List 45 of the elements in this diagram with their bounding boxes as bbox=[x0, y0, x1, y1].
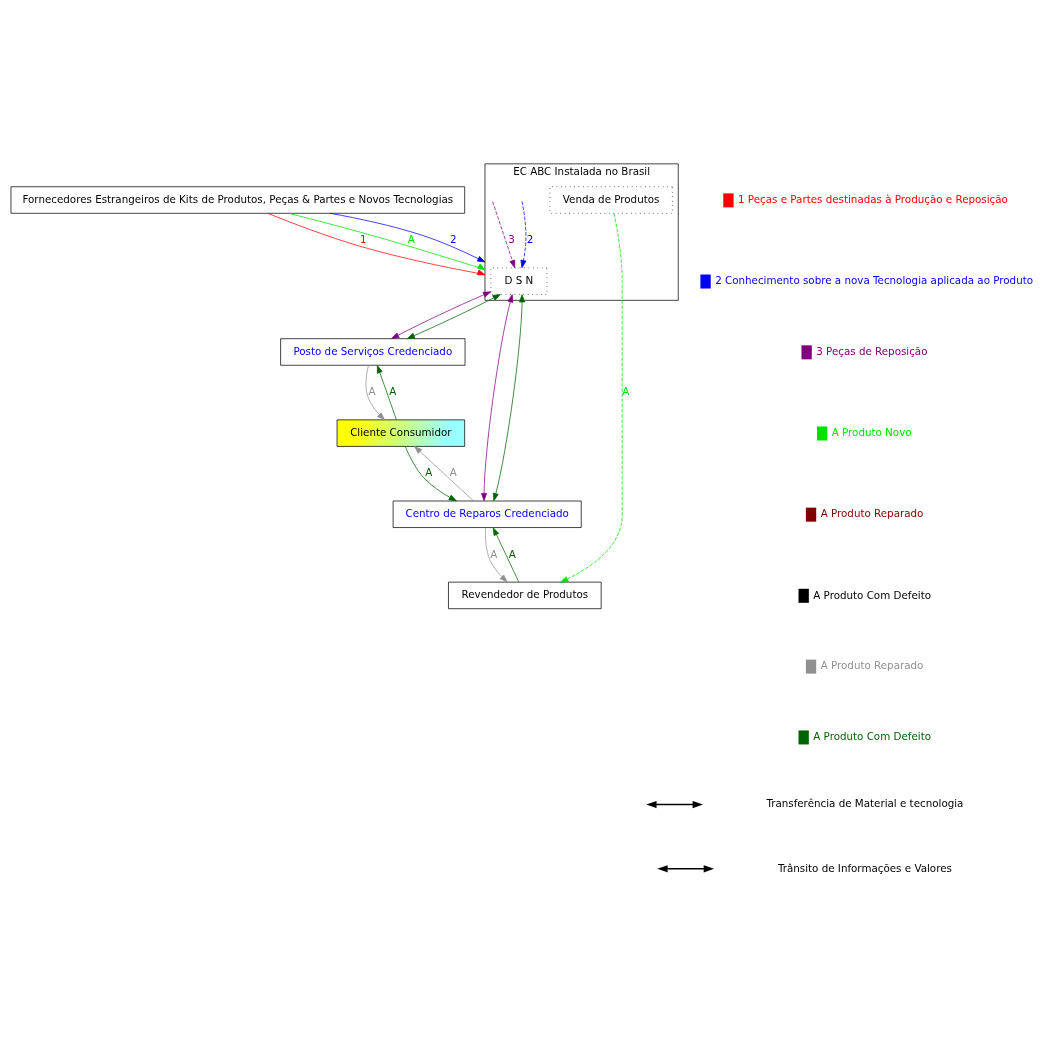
arrow bbox=[267, 212, 486, 275]
edge-label: A bbox=[449, 465, 457, 478]
arrow bbox=[406, 293, 501, 339]
arrow bbox=[481, 293, 514, 501]
arrow bbox=[485, 526, 508, 582]
node-box: Venda de Produtos bbox=[549, 185, 673, 214]
edge-label: A bbox=[425, 465, 433, 478]
arrow bbox=[329, 212, 486, 262]
node-box: Fornecedores Estrangeiros de Kits de Produtos, Peças & Partes e Novos Tecnologias bbox=[10, 185, 466, 214]
arrow bbox=[365, 364, 385, 420]
legend-label: A Produto Reparado bbox=[820, 506, 924, 519]
legend-label: A Produto Com Defeito bbox=[813, 588, 931, 601]
arrow bbox=[560, 212, 623, 582]
edge-label: 3 bbox=[508, 232, 515, 245]
edge-label: A bbox=[407, 232, 415, 245]
edge-label: 2 bbox=[449, 232, 457, 245]
arrow bbox=[404, 445, 457, 501]
node-box: Revendedor de Produtos bbox=[448, 581, 602, 609]
legend-label: A Produto Novo bbox=[831, 425, 912, 438]
arrow bbox=[520, 200, 527, 268]
node-box: Centro de Reparos Credenciado bbox=[392, 500, 582, 528]
edge-label: A bbox=[490, 547, 498, 560]
arrow bbox=[492, 200, 516, 268]
arrow bbox=[391, 290, 492, 339]
edge-label: A bbox=[508, 547, 516, 560]
arrow bbox=[288, 212, 486, 270]
edge-label: A bbox=[622, 384, 630, 397]
edge-label: A bbox=[389, 384, 397, 397]
arrow bbox=[492, 293, 525, 501]
edge-label: 2 bbox=[526, 232, 534, 245]
legend-label: 3 Peças de Reposição bbox=[816, 344, 928, 357]
arrow bbox=[376, 364, 397, 420]
legend-label: Transferência de Material e tecnologia bbox=[766, 796, 964, 809]
legend-label: 2 Conhecimento sobre a nova Tecnologia aplicada ao Produto bbox=[715, 273, 1034, 286]
arrow bbox=[414, 445, 474, 501]
legend-label: A Produto Com Defeito bbox=[813, 729, 931, 742]
legend-label: 1 Peças e Partes destinadas à Produção e Reposição bbox=[738, 192, 1008, 205]
node-box: D S N bbox=[490, 267, 548, 295]
legend-label: A Produto Reparado bbox=[820, 658, 924, 671]
edge-label: 1 bbox=[359, 232, 367, 245]
node-box: Posto de Serviços Credenciado bbox=[280, 337, 466, 366]
node-box: Cliente Consumidor bbox=[336, 419, 466, 447]
edge-label: A bbox=[368, 384, 376, 397]
arrow bbox=[492, 526, 520, 582]
legend-label: Trânsito de Informações e Valores bbox=[777, 861, 952, 873]
